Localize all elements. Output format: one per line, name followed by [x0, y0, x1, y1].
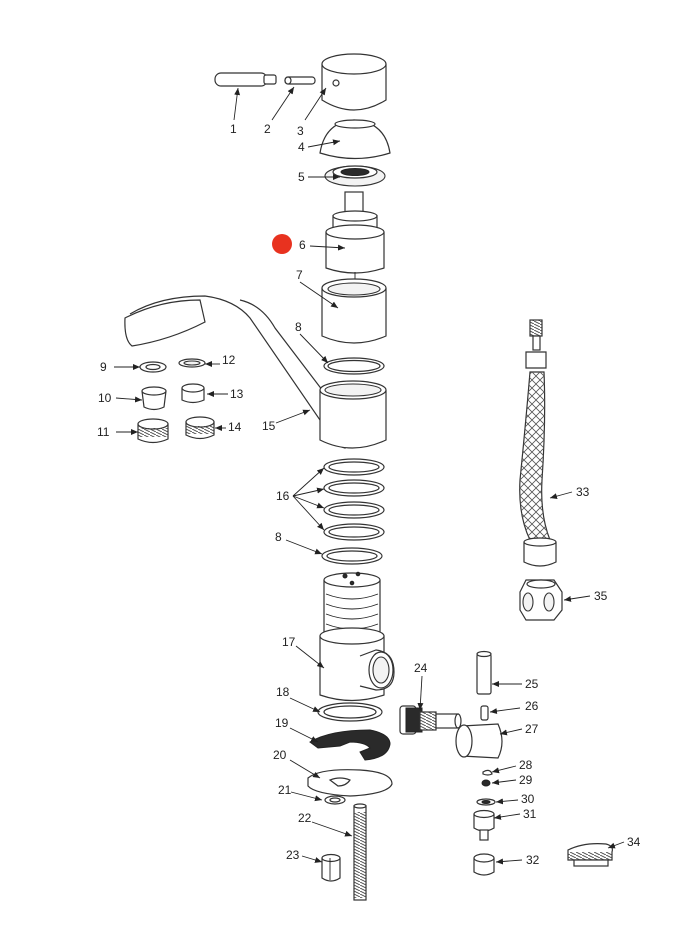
part-4-dome-cover[interactable] — [319, 119, 391, 160]
label-7: 7 — [296, 268, 303, 282]
part-21-small-washer[interactable] — [324, 795, 346, 805]
label-16: 16 — [276, 489, 290, 503]
part-2-pin[interactable] — [284, 76, 316, 85]
label-11: 11 — [97, 425, 110, 439]
label-15: 15 — [262, 419, 276, 433]
label-28: 28 — [519, 758, 533, 772]
part-6-cartridge[interactable] — [325, 191, 385, 280]
part-29-ring[interactable] — [481, 779, 491, 787]
highlight-dot — [272, 234, 292, 254]
part-34-flat-nut[interactable] — [567, 843, 613, 867]
label-13: 13 — [230, 387, 244, 401]
label-23: 23 — [286, 848, 300, 862]
part-13-insert[interactable] — [181, 383, 205, 404]
part-33-braided-hose[interactable] — [519, 319, 557, 567]
part-23-coupling-nut[interactable] — [321, 853, 341, 882]
part-24-valve-cartridge[interactable] — [399, 705, 462, 735]
label-27: 27 — [525, 722, 539, 736]
part-28-fitting[interactable] — [482, 769, 493, 776]
label-33: 33 — [576, 485, 590, 499]
label-24: 24 — [414, 661, 428, 675]
label-21: 21 — [278, 783, 292, 797]
label-4: 4 — [298, 140, 305, 154]
label-18: 18 — [276, 685, 290, 699]
part-3-handle-cap[interactable] — [321, 53, 387, 111]
part-35-hex-fitting[interactable] — [519, 579, 563, 621]
label-22: 22 — [298, 811, 312, 825]
part-30-washer[interactable] — [476, 798, 496, 806]
label-25: 25 — [525, 677, 539, 691]
label-3: 3 — [297, 124, 304, 138]
label-8-upper: 8 — [295, 320, 302, 334]
label-14: 14 — [228, 420, 242, 434]
label-2: 2 — [264, 122, 271, 136]
part-5-lock-nut[interactable] — [324, 165, 386, 187]
part-10-aerator-cup[interactable] — [141, 386, 167, 411]
label-5: 5 — [298, 170, 305, 184]
label-12: 12 — [222, 353, 236, 367]
part-32-nut[interactable] — [473, 853, 495, 876]
label-29: 29 — [519, 773, 533, 787]
label-1: 1 — [230, 122, 237, 136]
label-9: 9 — [100, 360, 107, 374]
label-26: 26 — [525, 699, 539, 713]
leader-lines — [114, 86, 625, 865]
label-31: 31 — [523, 807, 537, 821]
part-27-knob[interactable] — [455, 723, 503, 759]
part-17-body[interactable] — [319, 571, 395, 702]
part-7-sleeve[interactable] — [321, 278, 387, 344]
part-16-o-rings[interactable] — [323, 458, 385, 541]
part-18-washer[interactable] — [317, 702, 383, 722]
part-8-o-ring-lower[interactable] — [321, 547, 383, 565]
part-12-washer[interactable] — [178, 358, 206, 368]
part-22-threaded-rod[interactable] — [353, 803, 367, 901]
label-6: 6 — [299, 238, 306, 252]
part-20-plate[interactable] — [307, 769, 393, 797]
part-19-gasket[interactable] — [309, 729, 391, 761]
part-1-lever-rod[interactable] — [214, 72, 277, 87]
label-8-lower: 8 — [275, 530, 282, 544]
label-17: 17 — [282, 635, 296, 649]
part-26-small-pin[interactable] — [480, 705, 489, 721]
label-30: 30 — [521, 792, 535, 806]
label-20: 20 — [273, 748, 287, 762]
label-34: 34 — [627, 835, 641, 849]
label-10: 10 — [98, 391, 112, 405]
part-8-o-ring-upper[interactable] — [323, 357, 385, 375]
part-labels: 1 2 3 4 5 6 7 8 9 12 10 13 11 14 15 16 8… — [97, 122, 641, 867]
label-19: 19 — [275, 716, 289, 730]
label-35: 35 — [594, 589, 608, 603]
part-31-connector[interactable] — [473, 809, 495, 841]
part-9-washer[interactable] — [139, 361, 167, 373]
part-25-pin[interactable] — [476, 650, 492, 695]
part-15-spout[interactable] — [124, 295, 387, 449]
part-11-aerator-housing[interactable] — [137, 418, 169, 444]
label-32: 32 — [526, 853, 540, 867]
part-14-aerator-ring[interactable] — [185, 416, 215, 440]
